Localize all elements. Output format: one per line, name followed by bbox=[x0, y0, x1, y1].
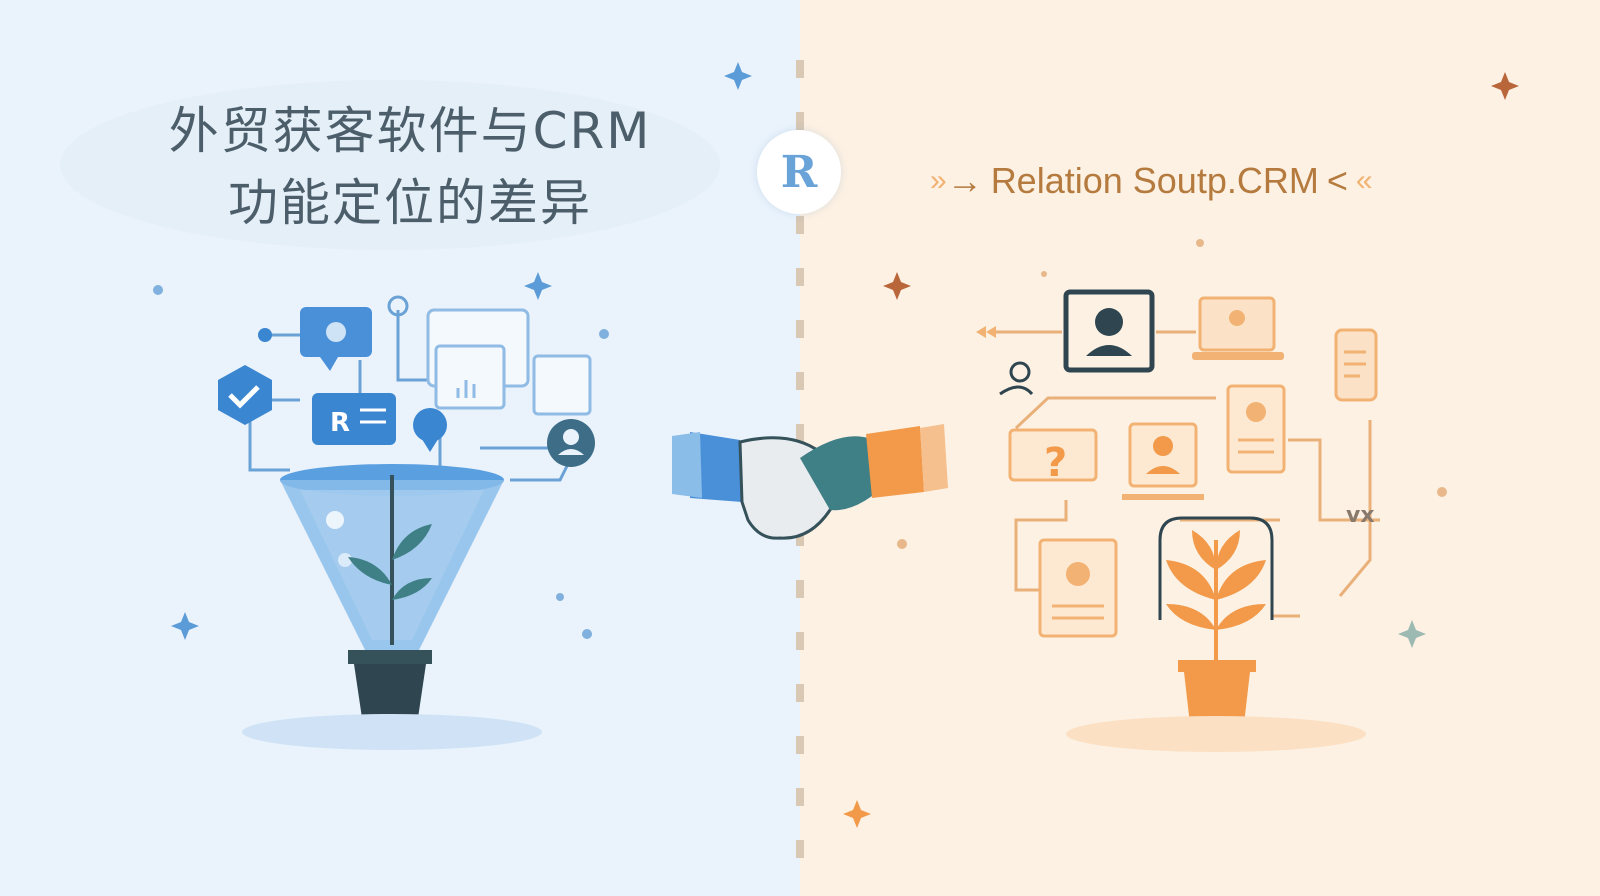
heading-trail: < bbox=[1326, 160, 1348, 201]
laptop-icon bbox=[1192, 296, 1284, 360]
svg-text:?: ? bbox=[1044, 440, 1067, 486]
orange-pot-icon bbox=[1178, 660, 1256, 724]
sparkle-icons-left bbox=[171, 62, 752, 640]
double-arrow-icon bbox=[976, 326, 996, 338]
node-ring-icon bbox=[387, 295, 409, 317]
sparkle-icons-right bbox=[843, 72, 1519, 828]
resume-document-icon bbox=[1038, 538, 1118, 638]
title-backdrop bbox=[60, 80, 720, 250]
r-logo-badge: R bbox=[757, 130, 841, 214]
node-dot-icon bbox=[258, 328, 272, 342]
title-line-1: 外贸获客软件与CRM bbox=[168, 102, 652, 160]
code-label: vx bbox=[1346, 503, 1375, 528]
user-card-icon bbox=[1122, 422, 1204, 500]
network-lines-right bbox=[990, 330, 1380, 618]
mini-bar-chart-icon bbox=[456, 380, 476, 398]
document-window-icons bbox=[426, 308, 592, 416]
page-title: 外贸获客软件与CRM 功能定位的差异 bbox=[130, 95, 690, 239]
user-outline-icon bbox=[999, 361, 1034, 396]
question-window-icon: ? bbox=[1008, 428, 1098, 486]
handshake-icon bbox=[672, 424, 948, 540]
badge-letter: R bbox=[780, 146, 818, 198]
title-line-2: 功能定位的差异 bbox=[228, 174, 592, 232]
funnel-shadow bbox=[242, 714, 542, 750]
plant-shadow bbox=[1066, 716, 1366, 752]
funnel-pot-icon bbox=[348, 650, 432, 718]
r-card-icon: R bbox=[312, 393, 396, 445]
r-card-label: R bbox=[330, 408, 350, 438]
chevron-right-decor-icon: » bbox=[930, 164, 946, 197]
user-circle-icon bbox=[547, 419, 595, 467]
heading-text: Relation Soutp.CRM bbox=[990, 160, 1319, 201]
dot-icons-right bbox=[897, 239, 1447, 549]
user-profile-frame-icon bbox=[1063, 289, 1155, 373]
dot-icons-left bbox=[153, 285, 609, 639]
pin-icon bbox=[413, 408, 447, 452]
crm-heading: » → Relation Soutp.CRM < « bbox=[930, 160, 1470, 202]
chat-bubble-icon bbox=[300, 307, 372, 371]
profile-document-icon bbox=[1226, 384, 1286, 474]
phone-icon bbox=[1334, 328, 1378, 402]
heading-arrow-icon: → bbox=[946, 160, 983, 201]
orange-plant-icon bbox=[1158, 516, 1274, 660]
plant-in-funnel-icon bbox=[348, 475, 432, 645]
chevron-left-decor-icon: « bbox=[1355, 164, 1372, 197]
hexagon-check-icon bbox=[218, 365, 272, 425]
